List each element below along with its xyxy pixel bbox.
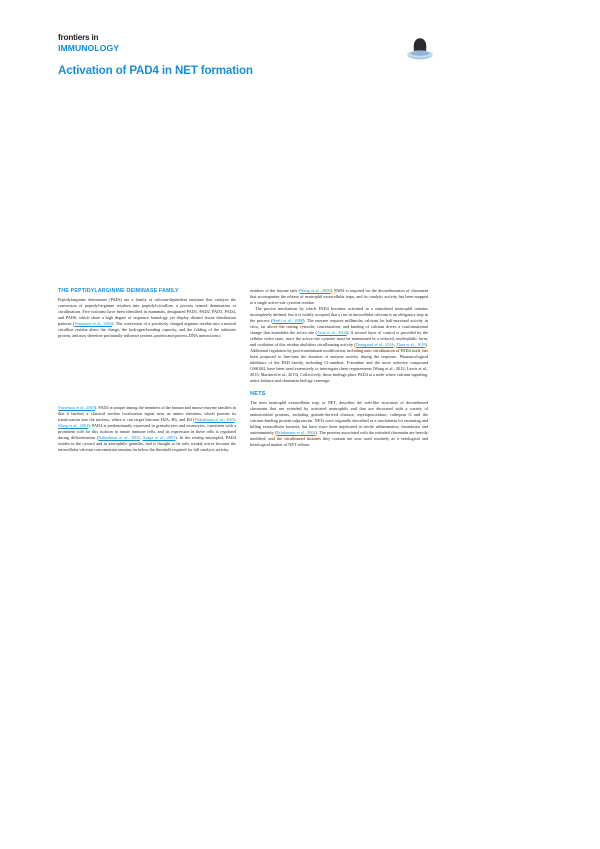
citation-link[interactable]: Wang et al., 2009 (299, 288, 331, 293)
article-header: frontiers in IMMUNOLOGY Activation of PA… (58, 33, 442, 85)
citation-link[interactable]: Vossenaar et al., 2003 (74, 321, 113, 326)
citation-link[interactable]: Arita et al., 2004 (316, 330, 347, 335)
citation-link[interactable]: Martinod et al., 2013 (260, 372, 297, 377)
citation-link[interactable]: Nakashima et al., 2002 (98, 435, 140, 440)
citation-link[interactable]: Zhou et al., 2018 (396, 342, 426, 347)
citation-link[interactable]: Wang et al., 2004 (58, 423, 89, 428)
figure-whitespace (58, 339, 236, 405)
citation-link[interactable]: Lewis et al., 2015 (250, 366, 428, 377)
journal-branding: frontiers in IMMUNOLOGY (58, 33, 119, 53)
paragraph: The precise mechanism by which PAD4 beco… (250, 306, 428, 383)
section-heading-pad-family: THE PEPTIDYLARGININE DEIMINASE FAMILY (58, 288, 179, 294)
frontiers-logo (406, 37, 434, 63)
publisher-name: frontiers in (58, 33, 99, 42)
section-heading-nets: NETs (250, 391, 266, 397)
citation-link[interactable]: Asaga et al., 2001 (142, 435, 176, 440)
citation-link[interactable]: Wang et al., 2012 (374, 366, 405, 371)
column-left: THE PEPTIDYLARGININE DEIMINASE FAMILY Pe… (58, 288, 236, 453)
citation-link[interactable]: Brinkmann et al., 2004 (276, 430, 316, 435)
journal-name: IMMUNOLOGY (58, 43, 120, 53)
column-right: residues of the histone tails (Wang et a… (250, 288, 428, 448)
citation-link[interactable]: Nakashima et al., 2002 (194, 417, 235, 422)
citation-link[interactable]: Vossenaar et al., 2003 (58, 405, 95, 410)
paragraph: The term neutrophil extracellular trap, … (250, 400, 429, 447)
paragraph: Peptidylarginine deiminases (PADs) are a… (58, 297, 236, 338)
citation-link[interactable]: Neeli et al., 2008 (272, 318, 303, 323)
citation-link[interactable]: Damgaard et al., 2016 (355, 342, 394, 347)
page-title: Activation of PAD4 in NET formation (58, 64, 253, 77)
paragraph: residues of the histone tails (Wang et a… (250, 288, 429, 305)
paragraph: Vossenaar et al., 2003). PAD4 is unique … (58, 405, 237, 452)
